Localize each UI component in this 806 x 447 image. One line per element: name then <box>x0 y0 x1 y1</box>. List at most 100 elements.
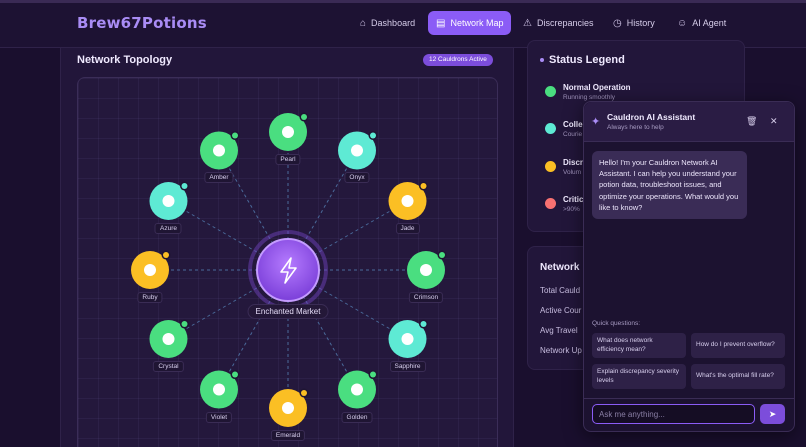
close-icon[interactable]: ✕ <box>770 116 778 126</box>
warning-icon: ⚠ <box>523 17 532 29</box>
cauldron-node-crystal[interactable] <box>149 319 189 359</box>
cauldron-core-jade <box>401 195 414 207</box>
status-dot-azure <box>181 183 188 189</box>
cauldron-core-onyx <box>351 144 363 157</box>
cauldron-node-violet[interactable] <box>200 370 240 409</box>
brand-logo[interactable]: Brew67Potions <box>77 14 207 32</box>
clock-icon: ◷ <box>613 17 622 29</box>
status-dot-sapphire <box>420 321 427 327</box>
cauldron-core-crimson <box>420 264 432 276</box>
node-label-ruby: Ruby <box>137 292 163 303</box>
legend-dot-discrepancy <box>545 161 556 172</box>
node-layer <box>131 112 447 428</box>
send-icon: ➤ <box>768 408 777 419</box>
cauldron-node-jade[interactable] <box>388 181 429 221</box>
stat-active-couriers: Active Cour <box>540 306 582 315</box>
node-label-crystal: Crystal <box>153 361 184 372</box>
quick-question-optimal-fill-rate[interactable]: What's the optimal fill rate? <box>691 364 785 389</box>
cauldron-node-azure[interactable] <box>149 181 189 221</box>
link-crystal <box>168 269 289 340</box>
cauldron-node-golden[interactable] <box>338 370 378 409</box>
status-dot-onyx <box>370 132 376 139</box>
lightning-icon <box>280 257 297 284</box>
node-label-onyx: Onyx <box>344 172 370 184</box>
status-dot-amber <box>232 132 238 139</box>
cauldron-node-amber[interactable] <box>200 130 240 170</box>
link-jade <box>287 200 408 271</box>
assistant-greeting-message: Hello! I'm your Cauldron Network AI Assi… <box>592 151 747 219</box>
legend-bullet <box>540 58 544 62</box>
cauldron-node-ruby[interactable] <box>131 250 171 290</box>
cauldron-core-azure <box>162 195 175 207</box>
trash-icon[interactable]: 🗑 <box>746 116 758 126</box>
node-label-golden: Golden <box>341 411 373 423</box>
nav-ai-agent-label: AI Agent <box>692 18 727 28</box>
cauldron-core-golden <box>351 383 363 396</box>
nav-ai-agent[interactable]: ☺ AI Agent <box>677 11 726 35</box>
stat-avg-travel: Avg Travel <box>540 326 578 335</box>
status-dot-crimson <box>439 252 445 258</box>
status-legend-title: Status Legend <box>549 54 625 66</box>
quick-question-network-efficiency[interactable]: What does network efficiency mean? <box>592 333 686 358</box>
cauldron-node-crimson[interactable] <box>407 250 447 290</box>
cauldron-core-emerald <box>282 402 294 414</box>
cauldron-core-sapphire <box>401 333 414 345</box>
node-label-amber: Amber <box>204 172 234 184</box>
chat-footer <box>584 398 794 431</box>
node-label-emerald: Emerald <box>270 430 306 441</box>
home-icon: ⌂ <box>360 17 367 29</box>
robot-icon: ☺ <box>677 17 688 29</box>
quick-question-discrepancy-severity[interactable]: Explain discrepancy severity levels <box>592 364 686 389</box>
status-dot-emerald <box>301 390 307 396</box>
cauldron-node-pearl[interactable] <box>269 112 309 152</box>
link-sapphire <box>287 269 408 340</box>
nav-network-map[interactable]: ▤ Network Map <box>428 11 512 35</box>
cauldron-node-emerald[interactable] <box>269 388 309 428</box>
node-label-crimson: Crimson <box>408 292 444 303</box>
node-label-sapphire: Sapphire <box>389 361 426 372</box>
cauldron-node-onyx[interactable] <box>338 130 378 170</box>
nav-dashboard[interactable]: ⌂ Dashboard <box>360 11 415 35</box>
quick-question-prevent-overflow[interactable]: How do I prevent overflow? <box>691 333 785 358</box>
network-topology-title: Network Topology <box>77 54 173 66</box>
legend-dot-collecting <box>545 123 556 134</box>
link-golden <box>287 269 358 390</box>
status-dot-jade <box>420 183 427 189</box>
node-label-azure: Azure <box>154 223 182 234</box>
hub-label: Enchanted Market <box>247 304 329 319</box>
nav-dashboard-label: Dashboard <box>371 18 416 28</box>
node-label-jade: Jade <box>395 223 420 234</box>
top-navigation-bar <box>0 0 806 48</box>
chat-message-input[interactable] <box>592 404 755 424</box>
cauldron-core-ruby <box>144 264 156 276</box>
cauldron-core-amber <box>213 144 225 157</box>
node-label-violet: Violet <box>205 411 233 423</box>
send-button[interactable]: ➤ <box>760 404 785 424</box>
chat-title: Cauldron AI Assistant <box>607 112 696 122</box>
nav-discrepancies-label: Discrepancies <box>536 18 594 28</box>
legend-desc-discrepancy: Volum <box>563 169 582 176</box>
cauldron-node-sapphire[interactable] <box>388 319 429 359</box>
legend-desc-collecting: Courie <box>563 131 583 138</box>
active-cauldrons-badge: 12 Cauldrons Active <box>423 54 493 66</box>
sparkle-icon: ✦ <box>591 116 601 128</box>
cauldron-core-pearl <box>282 126 294 138</box>
link-violet <box>218 269 289 390</box>
link-azure <box>168 200 289 271</box>
status-dot-violet <box>232 371 238 378</box>
enchanted-market-hub[interactable] <box>256 238 320 302</box>
link-amber <box>218 150 289 271</box>
chat-header <box>584 102 794 142</box>
stat-total-cauldrons: Total Cauld <box>540 286 581 295</box>
network-stats-title: Network <box>540 262 580 273</box>
legend-desc-normal: Running smoothly <box>563 94 616 101</box>
nav-history[interactable]: ◷ History <box>613 11 655 35</box>
legend-dot-critical <box>545 198 556 209</box>
legend-name-collecting: Colle <box>563 120 583 129</box>
cauldron-core-violet <box>213 383 225 396</box>
nav-discrepancies[interactable]: ⚠ Discrepancies <box>523 11 594 35</box>
legend-name-critical: Critic <box>563 195 584 204</box>
status-dot-ruby <box>163 252 169 258</box>
link-onyx <box>287 150 358 271</box>
